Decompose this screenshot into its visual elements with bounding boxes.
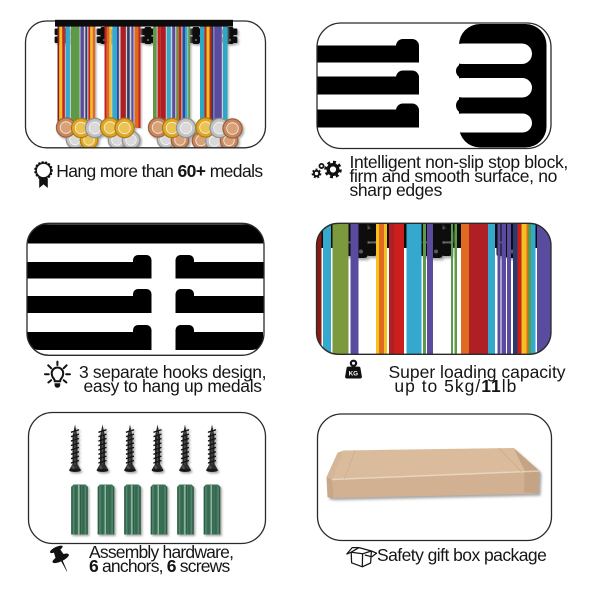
svg-text:KG: KG	[349, 371, 359, 378]
